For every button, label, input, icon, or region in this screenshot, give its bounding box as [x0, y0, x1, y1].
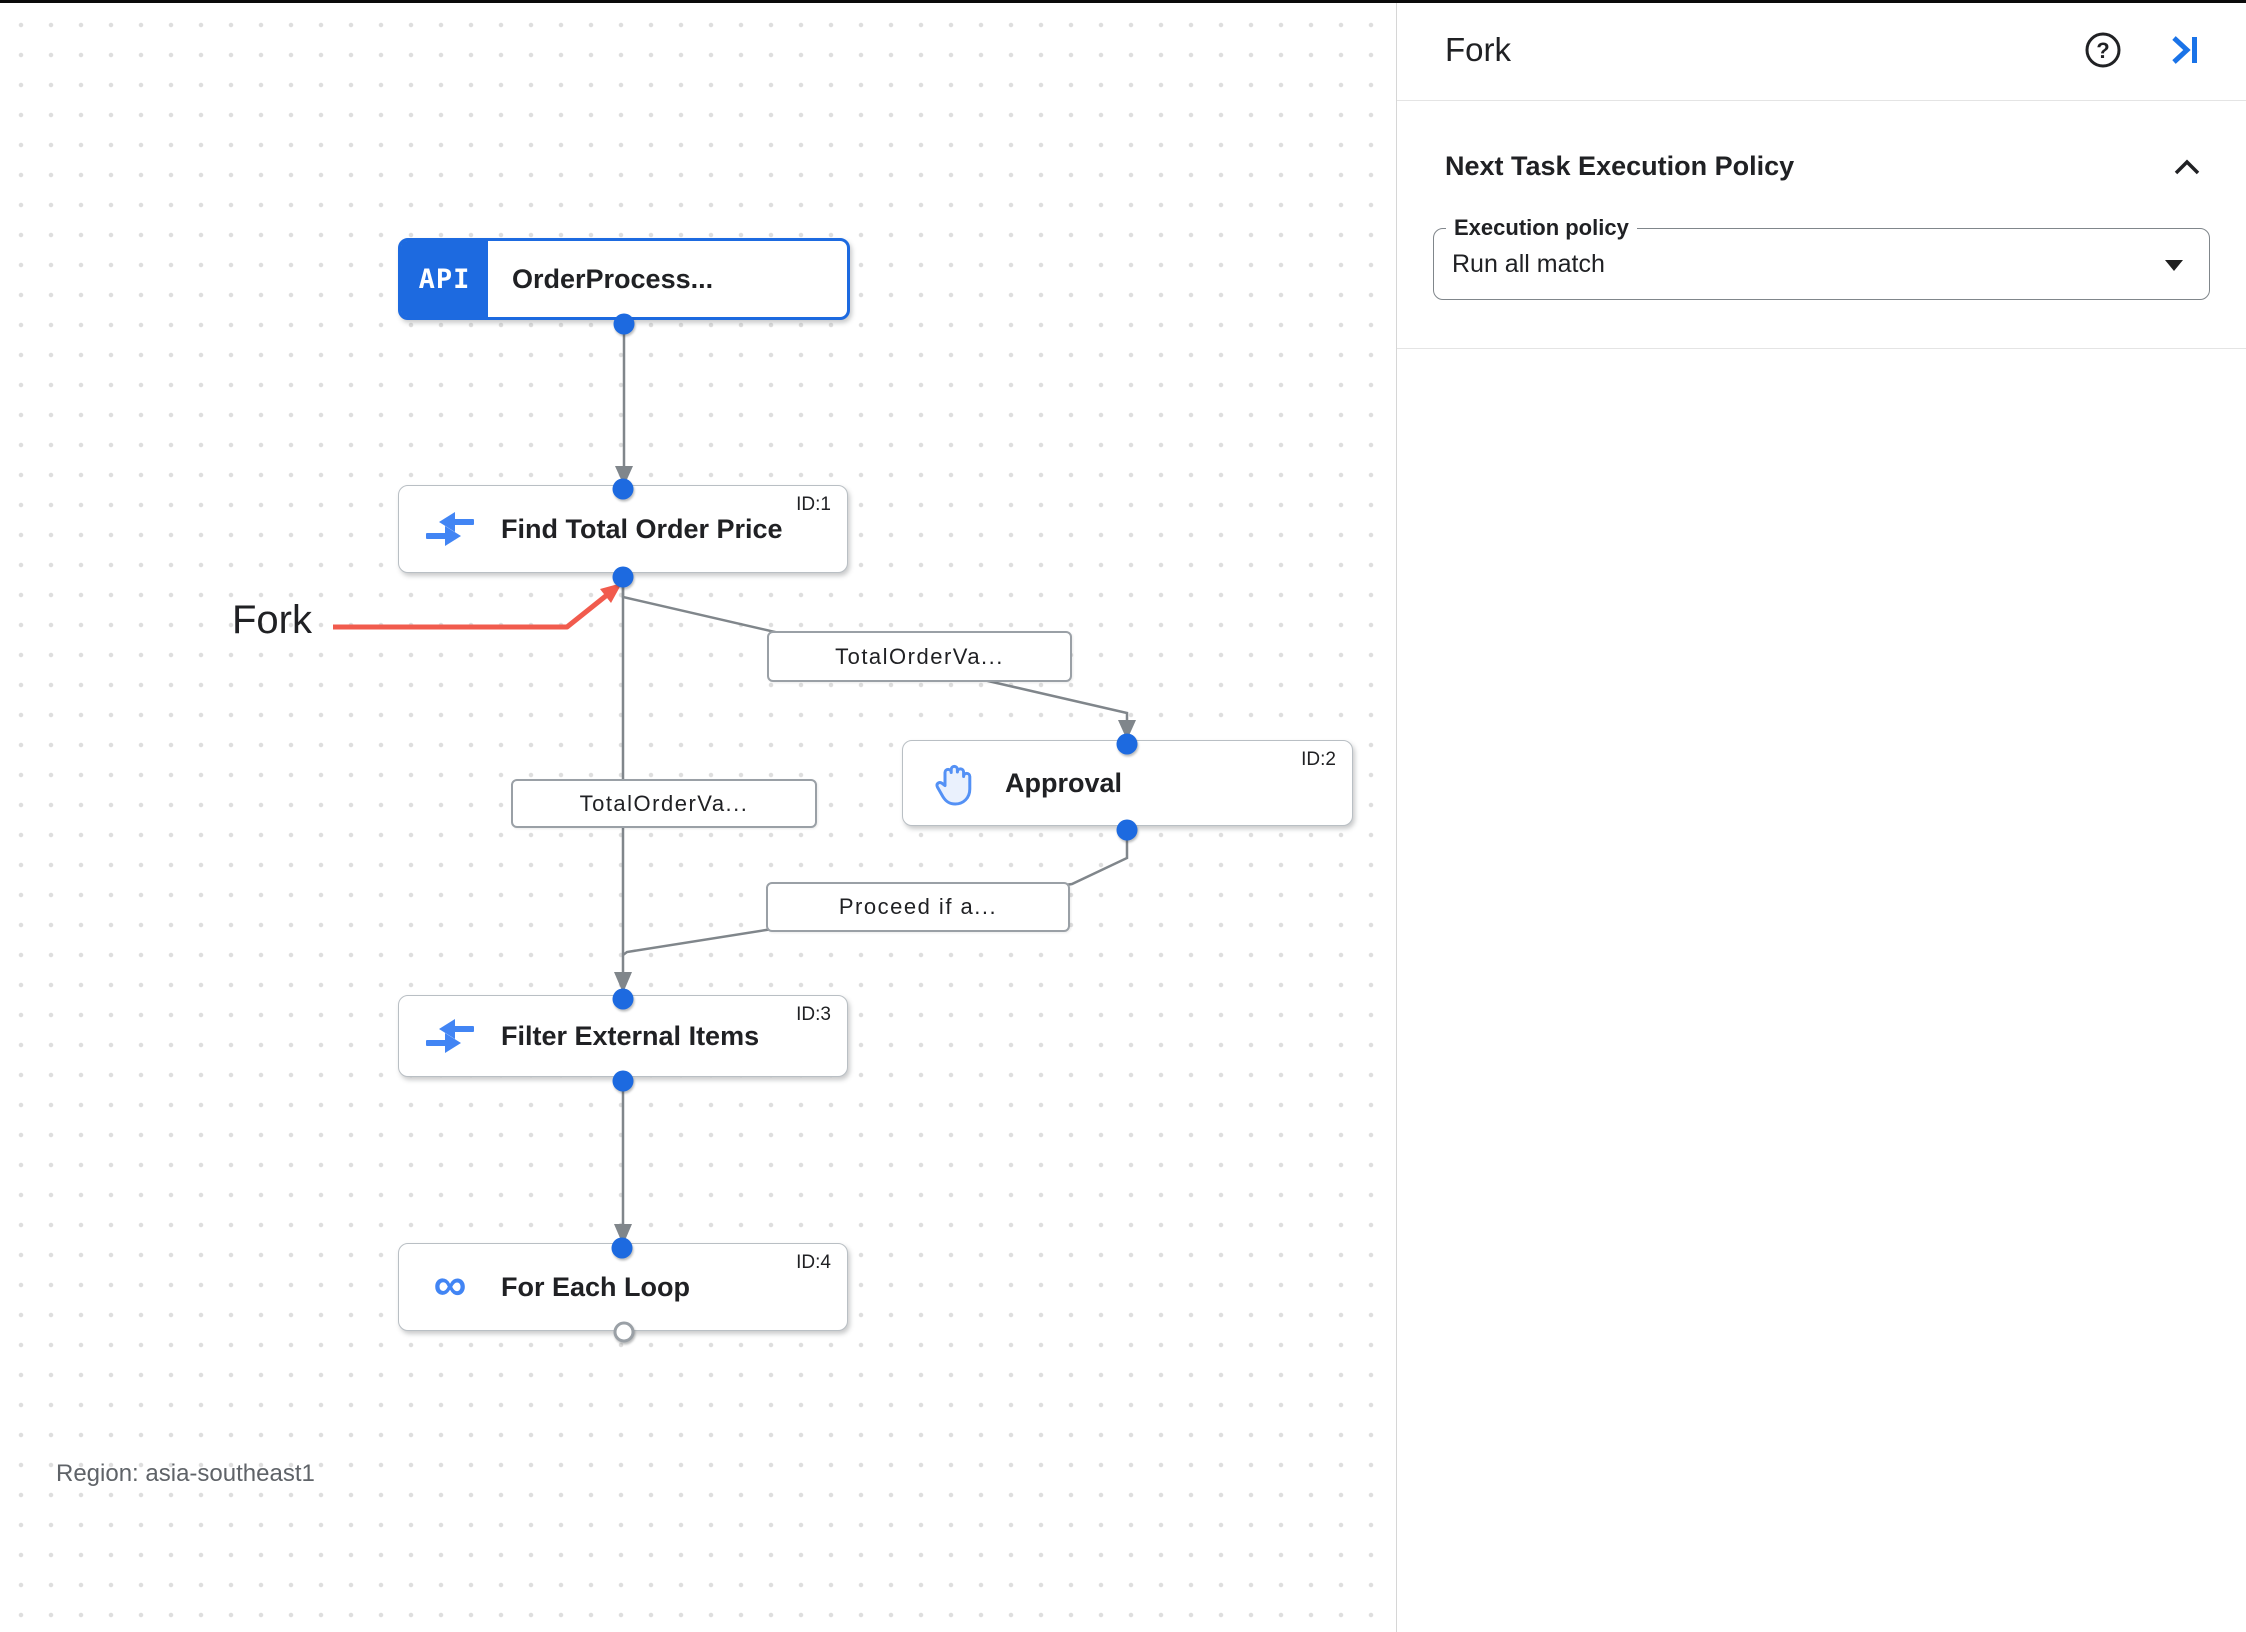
- connector-dot-fork[interactable]: [612, 566, 634, 588]
- connector-dot[interactable]: [612, 1070, 634, 1092]
- node-title: For Each Loop: [501, 1271, 690, 1302]
- edge-label-total-order-value-down[interactable]: TotalOrderVa...: [511, 779, 817, 828]
- execution-policy-value: Run all match: [1452, 249, 1605, 278]
- node-title: Filter External Items: [501, 1020, 760, 1051]
- collapse-panel-icon[interactable]: [2166, 33, 2202, 67]
- node-find-total-order-price[interactable]: ID:1 Find Total Order Price: [398, 485, 848, 573]
- node-title: OrderProcess...: [512, 263, 714, 294]
- node-id-badge: ID:2: [1301, 749, 1336, 770]
- next-task-execution-policy-section: Next Task Execution Policy Execution pol…: [1397, 101, 2246, 349]
- api-trigger-icon: API: [401, 241, 488, 317]
- connector-dot[interactable]: [1116, 733, 1138, 755]
- edge-label-proceed-if-approved[interactable]: Proceed if a...: [766, 882, 1070, 932]
- panel-title: Fork: [1445, 31, 1511, 68]
- svg-text:?: ?: [2096, 38, 2109, 63]
- workflow-canvas[interactable]: TotalOrderVa... TotalOrderVa... Proceed …: [0, 0, 1396, 1632]
- node-id-badge: ID:4: [796, 1252, 831, 1273]
- help-icon[interactable]: ?: [2082, 29, 2124, 71]
- node-title: Find Total Order Price: [501, 513, 783, 544]
- connector-dot[interactable]: [611, 1237, 633, 1259]
- connector-dot[interactable]: [612, 478, 634, 500]
- node-title: Approval: [1005, 767, 1123, 798]
- approval-hand-icon: [927, 760, 981, 806]
- region-label: Region: asia-southeast1: [56, 1460, 315, 1487]
- execution-policy-label: Execution policy: [1446, 215, 1637, 241]
- connector-dot[interactable]: [613, 313, 635, 335]
- data-mapping-converge-icon: [423, 1017, 477, 1055]
- arrowhead: [1118, 720, 1136, 740]
- arrowhead: [614, 1224, 632, 1245]
- edge-label-total-order-value-right[interactable]: TotalOrderVa...: [767, 631, 1072, 682]
- connector-dot[interactable]: [612, 988, 634, 1010]
- data-mapping-converge-icon: [423, 510, 477, 548]
- for-each-loop-icon: ∞: [433, 1258, 467, 1310]
- node-order-process-trigger[interactable]: API OrderProcess...: [398, 238, 850, 320]
- fork-annotation-label: Fork: [232, 598, 312, 642]
- arrowhead: [615, 466, 633, 486]
- fork-annotation-arrow: [333, 583, 622, 630]
- arrowhead: [614, 972, 632, 993]
- section-heading: Next Task Execution Policy: [1445, 151, 1795, 181]
- execution-policy-select[interactable]: Execution policy Run all match: [1433, 215, 2210, 300]
- connector-dot[interactable]: [1116, 819, 1138, 841]
- connector-dot-open[interactable]: [613, 1321, 635, 1343]
- node-id-badge: ID:1: [796, 494, 831, 515]
- dropdown-caret-icon: [2165, 260, 2183, 271]
- node-id-badge: ID:3: [796, 1004, 831, 1025]
- config-panel: Fork ? Next Task Execution Policy Execut: [1396, 0, 2246, 1632]
- config-panel-header: Fork ?: [1397, 0, 2246, 101]
- window-top-edge: [0, 0, 2246, 3]
- chevron-up-icon[interactable]: [2172, 157, 2202, 177]
